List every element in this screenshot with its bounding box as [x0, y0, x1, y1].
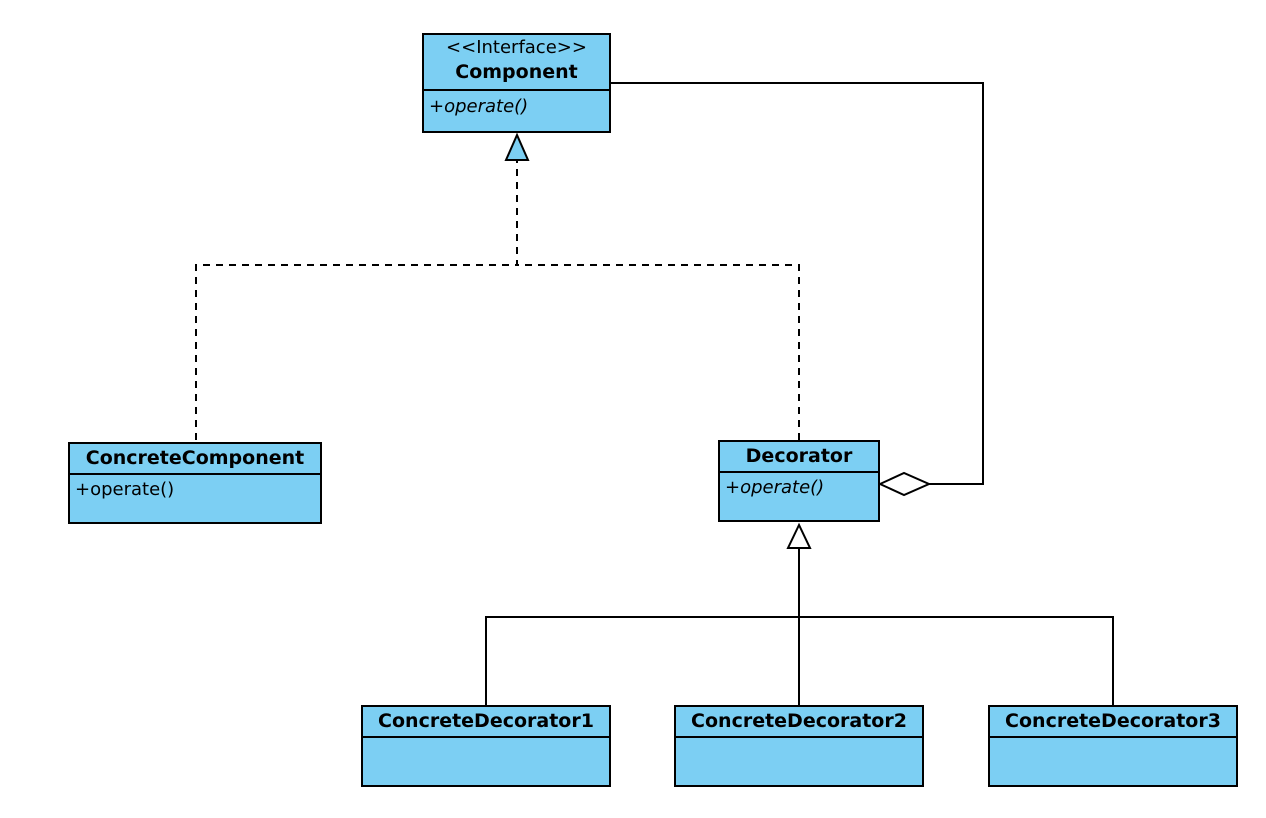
component-stereotype: <<Interface>>: [446, 37, 587, 58]
concrete-decorator3-name: ConcreteDecorator3: [1005, 710, 1221, 732]
realization-line-decorator: [517, 264, 800, 440]
aggregation-line: [611, 82, 984, 485]
concrete-decorator3-class[interactable]: ConcreteDecorator3: [988, 705, 1238, 787]
component-operation: +operate(): [429, 96, 529, 117]
decorator-operation: +operate(): [725, 477, 825, 498]
aggregation-diamond: [877, 471, 932, 497]
realization-arrowhead: [504, 132, 530, 161]
concrete-decorator2-name: ConcreteDecorator2: [691, 710, 907, 732]
generalization-arrowhead: [786, 522, 812, 549]
decorator-class[interactable]: Decorator +operate(): [718, 440, 880, 522]
component-class[interactable]: <<Interface>> Component +operate(): [422, 33, 611, 133]
generalization-branch-1: [485, 616, 1114, 705]
concrete-component-name: ConcreteComponent: [85, 447, 305, 469]
concrete-decorator1-name: ConcreteDecorator1: [378, 710, 594, 732]
decorator-name: Decorator: [745, 445, 853, 467]
concrete-decorator1-class[interactable]: ConcreteDecorator1: [361, 705, 611, 787]
realization-line-concrete-component: [195, 161, 518, 440]
component-name: Component: [455, 61, 578, 83]
concrete-component-class[interactable]: ConcreteComponent +operate(): [68, 442, 322, 524]
concrete-decorator2-class[interactable]: ConcreteDecorator2: [674, 705, 924, 787]
concrete-component-operation: +operate(): [75, 479, 175, 500]
